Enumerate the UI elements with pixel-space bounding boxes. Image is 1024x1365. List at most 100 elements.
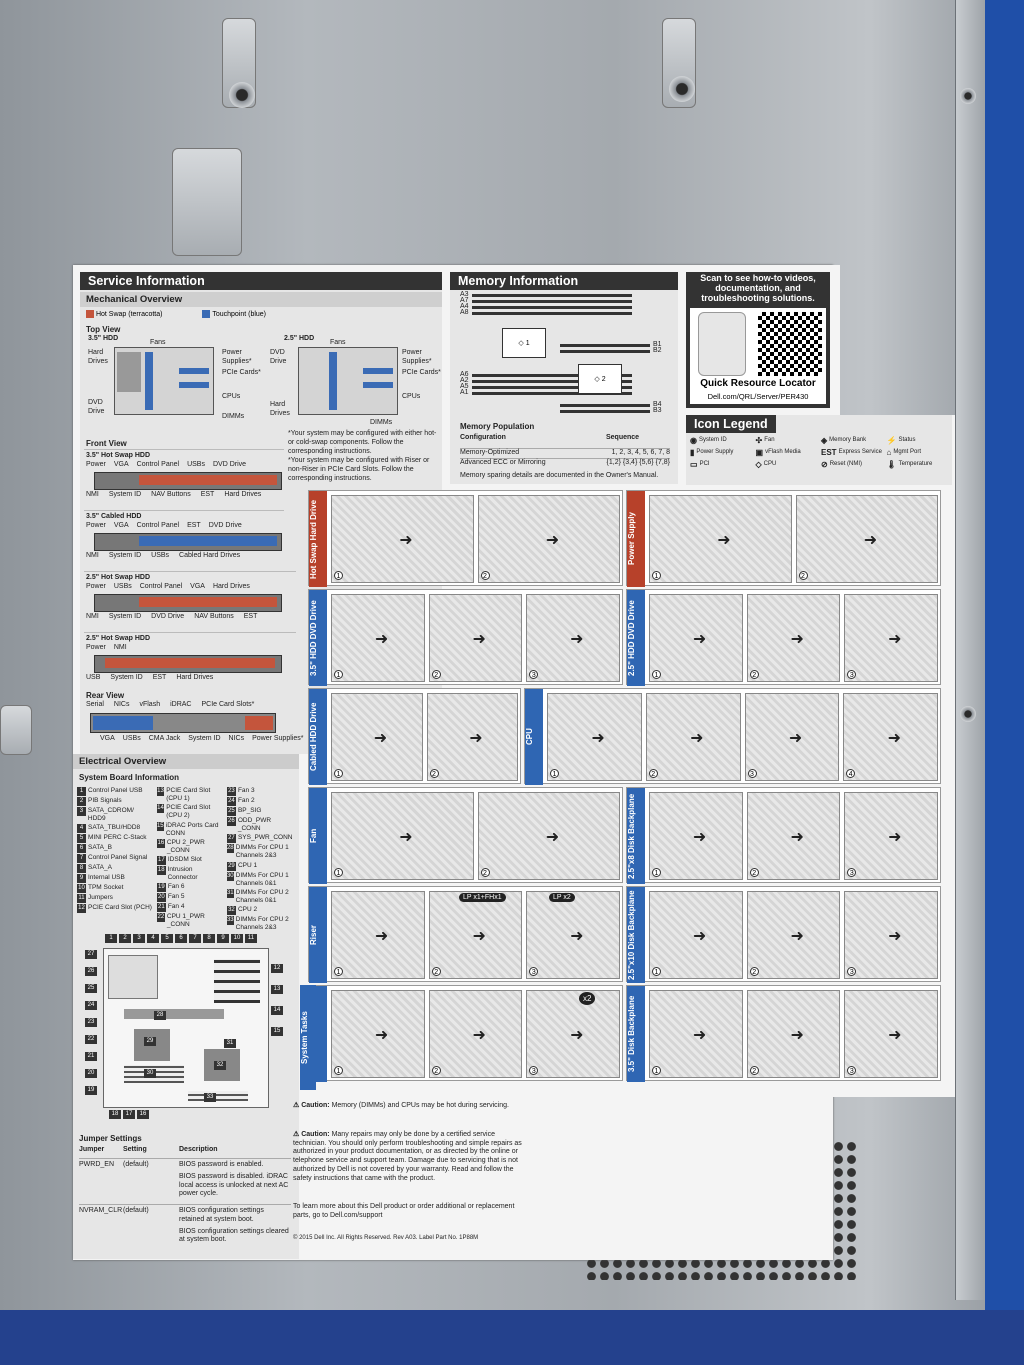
rail-screw (960, 88, 976, 104)
board-item-number: 15 (156, 821, 164, 831)
board-item-label: SATA_B (88, 844, 112, 852)
dimms-label: DIMMs (222, 413, 245, 420)
board-callout: 32 (214, 1061, 226, 1070)
task-step-illustration: 3➜ (744, 693, 840, 781)
front-view-drives (139, 475, 277, 485)
front-label: System ID (108, 613, 142, 620)
board-item-label: IDSDM Slot (167, 856, 202, 863)
arrow-icon: ➜ (591, 730, 605, 747)
icon-legend-item: ⚡Status (887, 436, 949, 446)
jumper-header: Description (179, 1146, 218, 1153)
front-label: DVD Drive (151, 613, 185, 620)
board-item-number: 13 (156, 787, 165, 796)
dimm-slot: A2 (460, 377, 632, 384)
rear-label: CMA Jack (148, 735, 181, 742)
fans-label-2: Fans (330, 339, 346, 346)
task-title: 3.5" Disk Backplane (627, 986, 645, 1082)
board-callout: 21 (85, 1052, 97, 1061)
task-step-illustration: 2➜ (795, 495, 938, 583)
cpus-label-2: CPUs (402, 393, 421, 400)
legend-icon: EST (821, 448, 837, 457)
board-item-number: 18 (156, 866, 166, 875)
task-title: Power Supply (627, 491, 645, 587)
board-item-label: PCIE Card Slot (CPU 1) (166, 787, 211, 803)
jumper-row: BIOS configuration settings cleared at s… (123, 1228, 289, 1246)
arrow-icon: ➜ (692, 1027, 707, 1044)
legend-icon: ◉ (690, 436, 697, 445)
task-card[interactable]: iDRAC Ports Card1➜2➜3➜x2 (308, 985, 623, 1082)
task-step-illustration: 3➜ (526, 891, 620, 979)
qr-code[interactable] (758, 312, 822, 376)
board-callout: 3 (133, 934, 145, 943)
task-step-number: 3 (529, 670, 539, 679)
board-item-label: SATA_CDROM/ HDD9 (87, 807, 134, 823)
jumper-setting (123, 1173, 179, 1199)
board-item-label: SATA_TBU/HDD8 (88, 824, 141, 832)
task-step-illustration: 2➜ (645, 693, 741, 781)
board-item-label: SATA_A (88, 864, 112, 872)
task-step-illustration: 1➜ (331, 594, 425, 682)
jumper-name: NVRAM_CLR (79, 1207, 123, 1214)
icon-legend-label: Power Supply (696, 449, 734, 456)
task-title: 2.5" HDD DVD Drive (627, 590, 645, 686)
board-item-number: 32 (226, 906, 236, 915)
arrow-icon: ➜ (790, 928, 804, 945)
dimm-slot-label: A8 (460, 308, 469, 316)
qrl-url[interactable]: Dell.com/QRL/Server/PER430 (707, 392, 809, 401)
icon-legend-item: ⊘Reset (NMI) (821, 460, 883, 470)
task-step-number: 1 (652, 868, 661, 877)
jumper-setting: (default) (123, 1161, 149, 1168)
board-item-label: Fan 6 (167, 883, 185, 891)
board-item-number: 14 (156, 804, 165, 814)
riser-callout: LP x1+FHx1 (459, 893, 506, 902)
front-label: NAV Buttons (151, 491, 191, 498)
board-item-label: Fan 3 (237, 787, 255, 794)
qrl-title: Quick Resource Locator (700, 378, 816, 389)
board-item-number: 23 (226, 787, 236, 796)
front-label: System ID (110, 674, 143, 681)
icon-legend-label: Express Service (838, 449, 882, 456)
task-step-illustration: 2➜ (426, 693, 518, 781)
jumper-description: BIOS password is disabled. iDRAC local a… (179, 1172, 289, 1198)
icon-legend-item: ⌂Mgmt Port (887, 448, 949, 458)
memory-sequence: {1,2} {3,4} {5,6} {7,8} (606, 458, 670, 466)
board-item-number: 1 (77, 787, 86, 796)
memory-note: Memory sparing details are documented in… (460, 472, 659, 479)
chassis-latch[interactable] (172, 148, 242, 256)
board-item-label: BP_SIG (237, 807, 262, 814)
board-callout: 10 (231, 934, 243, 943)
icon-legend-label: Memory Bank (829, 437, 867, 444)
task-title: 3.5" HDD DVD Drive (309, 590, 327, 686)
board-item-number: 4 (77, 824, 86, 834)
rear-label: iDRAC (170, 701, 192, 708)
front-view-drives (139, 597, 277, 607)
task-step-number: 1 (334, 571, 343, 580)
jumper-setting (123, 1228, 179, 1246)
board-item-label: DIMMs For CPU 1 Channels 0&1 (235, 871, 289, 887)
task-step-number: 2 (480, 571, 490, 580)
task-step-number: 3 (529, 1066, 539, 1075)
task-title: Hot Swap Hard Drive (309, 491, 327, 587)
dimm-slot-label: A6 (460, 370, 469, 378)
board-callout: 15 (271, 1027, 283, 1036)
board-item-label: PCIE Card Slot (PCH) (88, 904, 152, 912)
arrow-icon: ➜ (888, 1027, 902, 1044)
